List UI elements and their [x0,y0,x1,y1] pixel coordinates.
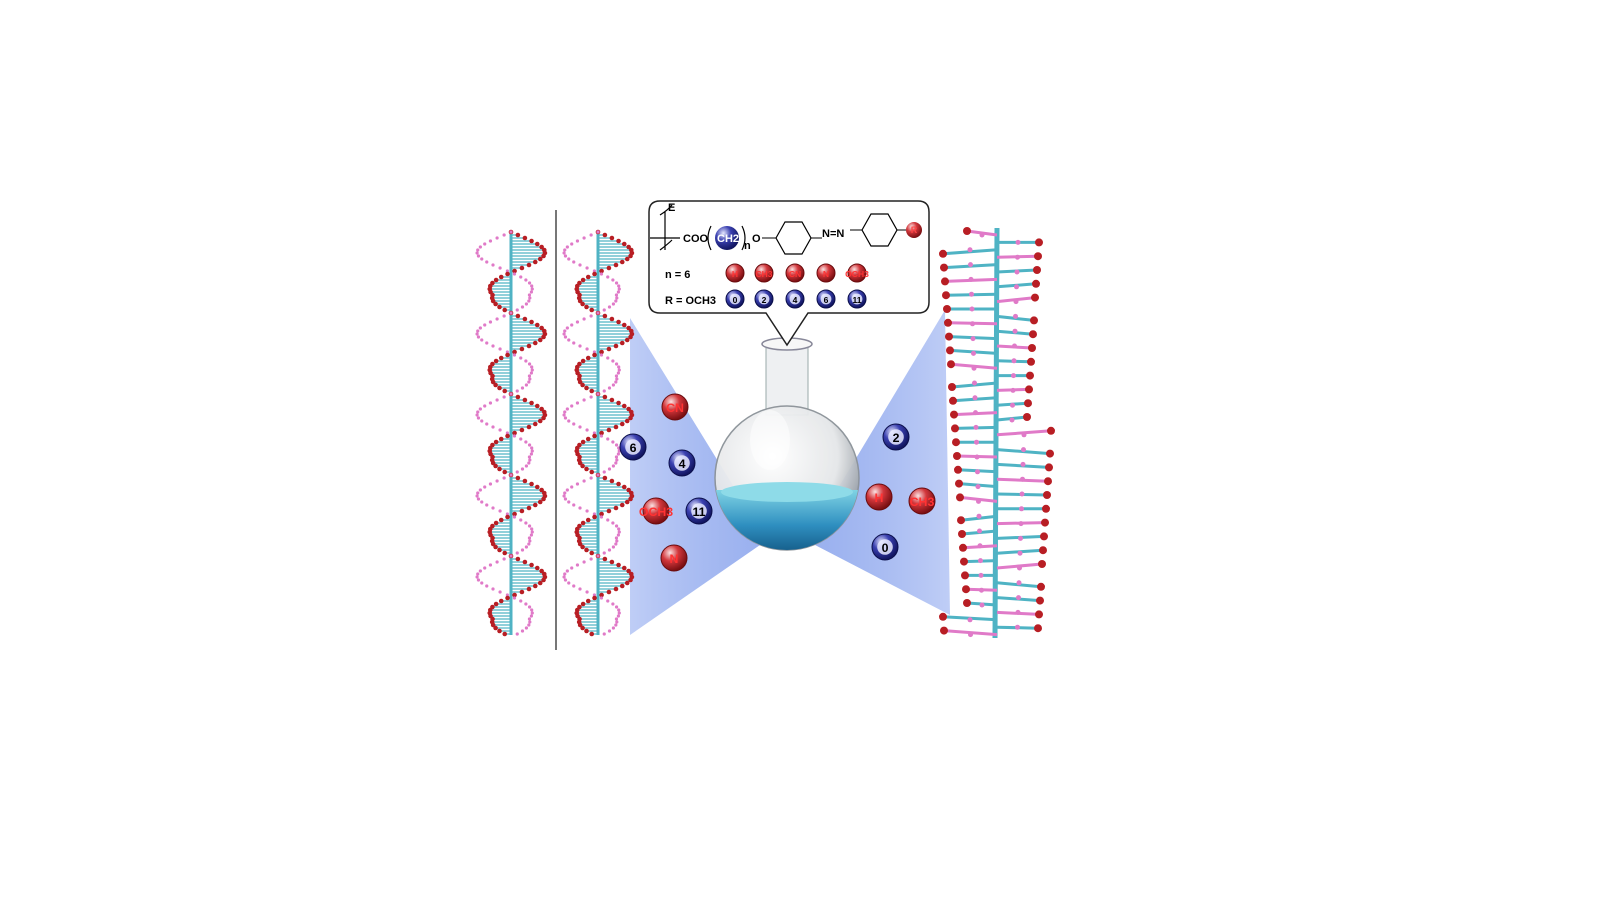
spacer-subscript: n [744,240,751,252]
n-variant-ball: 4 [785,289,805,309]
n-variant-ball-label: 2 [762,295,767,305]
r-variant-ball-label: H [732,269,738,279]
red-substituent-ball: CH3 [908,487,936,515]
red-substituent-ball-label: OCH3 [639,505,673,519]
blue-spacer-ball: 2 [882,423,910,451]
r-variant-ball: OCH3 [845,263,869,283]
spacer-label: CH2 [717,233,739,245]
r-variant-ball: CH3 [754,263,774,283]
blue-spacer-ball: 0 [871,533,899,561]
blue-spacer-ball-label: 0 [882,541,889,555]
red-substituent-ball: H [865,483,893,511]
red-substituent-ball-label: CN [666,401,684,415]
blue-spacer-ball-label: 6 [630,441,637,455]
ether-label: O [752,233,761,245]
n-variant-ball: 11 [847,289,867,309]
r-variant-ball-label: CH3 [755,269,772,279]
helix-middle [562,229,635,637]
round-bottom-flask [714,337,860,551]
n-variant-ball: 0 [725,289,745,309]
azo-label: N=N [822,228,844,240]
r-variant-ball: H [725,263,745,283]
red-substituent-ball-label: N [670,552,679,566]
helix-right-extended [939,227,1055,639]
blue-spacer-ball: 4 [668,449,696,477]
r-variant-ball: N [816,263,836,283]
n-label: n = 6 [665,269,690,281]
n-variant-ball: 6 [816,289,836,309]
blue-spacer-ball-label: 4 [679,457,686,471]
blue-spacer-ball: 6 [619,433,647,461]
red-substituent-ball-label: H [875,491,884,505]
r-label: R = OCH3 [665,295,716,307]
red-substituent-ball-label: CH3 [910,495,935,509]
r-variant-ball-label: CN [789,269,801,279]
red-substituent-ball: N [660,544,688,572]
ester-label: COO [683,233,709,245]
end-group-label: E [668,202,675,214]
n-variant-ball-label: 6 [824,295,829,305]
r-variant-ball: CN [785,263,805,283]
r-variant-ball-label: N [823,269,829,279]
n-variant-ball-label: 0 [733,295,738,305]
red-substituent-ball: OCH3 [639,497,673,525]
light-beam-right [815,310,950,615]
helix-left [475,229,548,637]
terminal-group-label: R [911,225,918,235]
r-variant-ball-label: OCH3 [845,269,869,279]
structure-callout: E COO CH2 n O N=N R n = 6 R = OCH3 H 0 CH3… [648,200,930,347]
blue-spacer-ball: 11 [685,497,713,525]
blue-spacer-ball-label: 2 [893,431,900,445]
red-substituent-ball: CN [661,393,689,421]
n-variant-ball-label: 4 [793,295,798,305]
n-variant-ball-label: 11 [852,295,861,305]
n-variant-ball: 2 [754,289,774,309]
blue-spacer-ball-label: 11 [692,505,705,519]
